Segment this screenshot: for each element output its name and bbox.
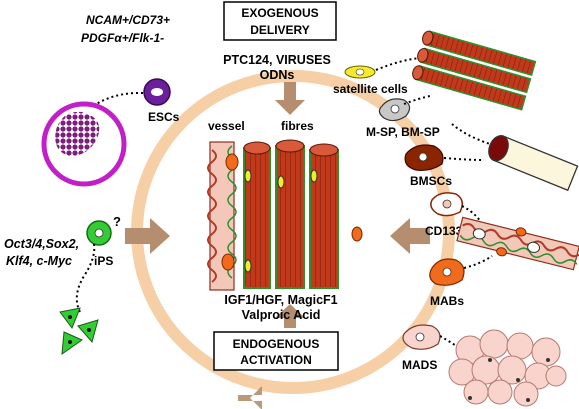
bmscs-label: BMSCs <box>410 174 452 188</box>
blastocyst <box>41 101 127 187</box>
ips-factors-1: Oct3/4,Sox2, <box>4 237 79 251</box>
sp-cell <box>378 98 411 122</box>
satellite-label: satellite cells <box>333 82 408 96</box>
alpha-symbol: α <box>114 31 122 45</box>
satellite-cell <box>344 65 376 79</box>
exogenous-label-2: DELIVERY <box>250 23 310 37</box>
arrow-bottom-left <box>238 386 262 409</box>
ips-factors-2: Klf4, c-Myc <box>6 254 72 268</box>
exogenous-box <box>223 1 337 41</box>
bmsc-cell <box>404 144 444 171</box>
esc-cell <box>143 78 171 106</box>
central-fibre-2 <box>275 139 305 289</box>
ips-connector <box>75 243 96 313</box>
endogenous-label-1: ENDOGENOUS <box>233 337 320 351</box>
activation-agents-1: IGF1/HGF, MagicF1 <box>224 293 337 307</box>
sp-connector-fibre <box>403 95 431 105</box>
esc-connector <box>87 91 144 111</box>
sp-connector-bone <box>451 123 491 145</box>
arrow-up-endogenous <box>275 304 305 328</box>
fibres-label: fibres <box>281 119 314 133</box>
mads-label: MADS <box>402 358 437 372</box>
delivery-agents-2: ODNs <box>260 68 295 82</box>
mab-cell <box>429 258 465 286</box>
endogenous-label-2: ACTIVATION <box>240 353 312 367</box>
mabs-label: MABs <box>430 294 464 308</box>
endogenous-box <box>213 331 339 371</box>
ips-label: iPS <box>94 254 113 268</box>
central-fibre-3 <box>309 143 339 289</box>
orange-cell-center-right <box>351 226 363 242</box>
mab-connector <box>463 255 493 269</box>
arrow-down-exogenous <box>275 82 305 115</box>
escs-label: ESCs <box>148 110 180 124</box>
arrow-right-esc <box>125 218 170 254</box>
central-vessel <box>207 141 239 291</box>
ips-cell <box>86 220 112 246</box>
satellite-connector <box>375 57 421 71</box>
exogenous-label-1: EXOGENOUS <box>241 6 318 20</box>
msp-label: M-SP, BM-SP <box>366 125 440 139</box>
bone <box>488 135 579 192</box>
mads-cell <box>402 324 441 350</box>
activation-agents-2: Valproic Acid <box>242 308 321 322</box>
cd133-cell <box>430 192 463 217</box>
arrow-left-adult <box>390 218 430 254</box>
cd133-connector <box>461 205 485 229</box>
adipose-cluster <box>448 329 567 407</box>
esc-markers-1: NCAM+/CD73+ <box>86 13 170 27</box>
central-fibre-1 <box>243 141 271 289</box>
ips-question: ? <box>113 214 121 229</box>
vessel-right <box>456 216 579 271</box>
bmsc-connector <box>443 157 485 161</box>
ips-fibroblasts <box>59 307 99 356</box>
delivery-agents-1: PTC124, VIRUSES <box>223 53 331 67</box>
esc-markers-2: PDGFα+/Flk-1- <box>81 31 164 45</box>
fibre-bundle <box>412 30 537 111</box>
vessel-label: vessel <box>208 119 245 133</box>
